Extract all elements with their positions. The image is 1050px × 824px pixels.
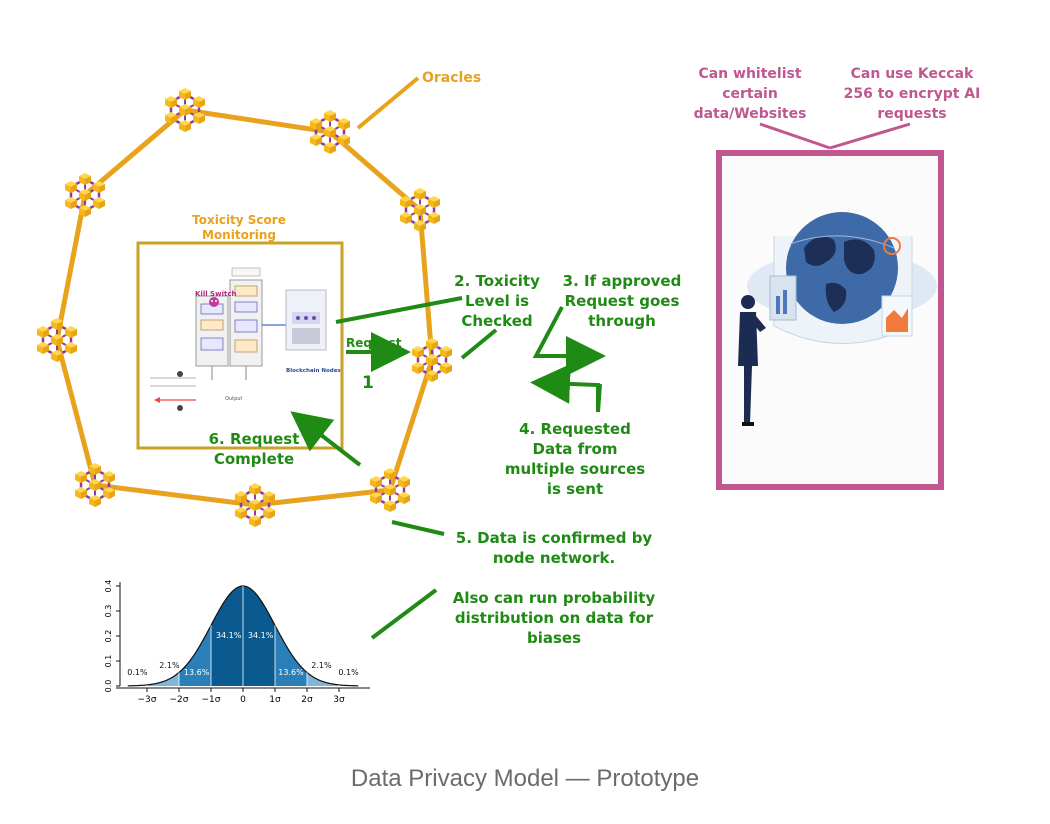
probability-line3: biases (527, 629, 581, 647)
approved-arrow (532, 306, 606, 376)
globe-scene (738, 212, 937, 426)
step4-line1: 4. Requested (519, 420, 631, 438)
oracle-node-icon (235, 483, 275, 527)
distribution-band (307, 672, 346, 686)
step1-label: 1 (362, 373, 374, 393)
x-tick-label: −3σ (138, 695, 157, 705)
x-tick-label: −2σ (170, 695, 189, 705)
band-percent-label: 2.1% (159, 661, 180, 670)
data-sent-arrow (530, 363, 602, 413)
band-percent-label: 34.1% (248, 631, 274, 640)
normal-distribution-chart: 0.0 0.1 0.2 0.3 0.4 −3σ −2σ −1σ 0 1σ 2σ 3σ 0.1% 2.1% 1… (104, 580, 370, 705)
x-tick-label: −1σ (202, 695, 221, 705)
svg-text:Output: Output (225, 396, 242, 402)
oracles-label: Oracles (422, 70, 481, 86)
x-tick-label: 1σ (269, 695, 281, 705)
band-percent-label: 13.6% (184, 668, 210, 677)
step3-line3: through (588, 312, 656, 330)
toxicity-title-line1: Toxicity Score (192, 213, 286, 227)
oracle-node-icon (400, 188, 440, 232)
oracle-node-icon (65, 173, 105, 217)
keccak-line2: 256 to encrypt AI (844, 86, 981, 102)
step3-line2: Request goes (565, 292, 680, 310)
whitelist-line2: certain (722, 86, 778, 102)
step3-line1: 3. If approved (563, 272, 682, 290)
request-label: Request (346, 336, 402, 350)
step6-line2: Complete (214, 450, 294, 468)
confirm-line (391, 520, 445, 536)
step5-line2: node network. (493, 549, 615, 567)
kill-switch-icon (209, 297, 219, 307)
step4-line4: is sent (547, 480, 603, 498)
person-head (741, 295, 755, 309)
toxicity-check-line (335, 296, 463, 324)
globe-icon (786, 212, 898, 324)
step4-line2: Data from (533, 440, 618, 458)
keccak-line1: Can use Keccak (851, 66, 974, 82)
distribution-band (140, 672, 179, 686)
keccak-line3: requests (877, 106, 946, 122)
band-percent-label: 2.1% (311, 661, 332, 670)
figure-caption: Data Privacy Model — Prototype (350, 765, 700, 792)
y-tick-label: 0.4 (104, 580, 113, 593)
oracle-node-icon (37, 318, 77, 362)
model-architecture-thumbnail: Output (150, 267, 327, 411)
step6-line1: 6. Request (209, 430, 300, 448)
toxicity-title-line2: Monitoring (202, 228, 276, 242)
oracle-node-icon (75, 463, 115, 507)
y-tick-label: 0.1 (104, 655, 113, 668)
y-tick-label: 0.3 (104, 605, 113, 618)
oracle-nodes (37, 88, 452, 527)
complete-arrow (290, 411, 362, 467)
oracle-node-icon (165, 88, 205, 132)
globe-analytics-illustration (716, 150, 944, 490)
whitelist-line1: Can whitelist (698, 66, 801, 82)
person-body (738, 312, 758, 424)
toxicity-check-line-2 (460, 328, 498, 360)
band-percent-label: 0.1% (127, 668, 148, 677)
step4-line3: multiple sources (505, 460, 645, 478)
note-connectors (759, 122, 911, 150)
step2-line3: Checked (461, 312, 532, 330)
step2-line1: 2. Toxicity (454, 272, 540, 290)
oracle-ring (54, 107, 435, 508)
band-percent-label: 0.1% (338, 668, 359, 677)
y-tick-label: 0.0 (104, 680, 113, 693)
band-percent-label: 13.6% (278, 668, 304, 677)
whitelist-line3: data/Websites (694, 106, 807, 122)
probability-line (370, 588, 438, 640)
x-tick-label: 2σ (301, 695, 313, 705)
oracles-pointer (356, 76, 420, 130)
probability-line2: distribution on data for (455, 609, 654, 627)
probability-line1: Also can run probability (453, 589, 656, 607)
x-tick-label: 3σ (333, 695, 345, 705)
oracle-node-icon (412, 338, 452, 382)
kill-switch-label: Kill Switch (195, 290, 236, 298)
blockchain-nodes-label: Blockchain Nodes (286, 368, 341, 374)
step2-line2: Level is (465, 292, 529, 310)
flow-arrows (290, 296, 606, 640)
y-tick-label: 0.2 (104, 630, 113, 643)
oracle-node-icon (310, 110, 350, 154)
x-tick-label: 0 (240, 695, 246, 705)
band-percent-label: 34.1% (216, 631, 242, 640)
oracle-node-icon (370, 468, 410, 512)
step5-line1: 5. Data is confirmed by (456, 529, 653, 547)
